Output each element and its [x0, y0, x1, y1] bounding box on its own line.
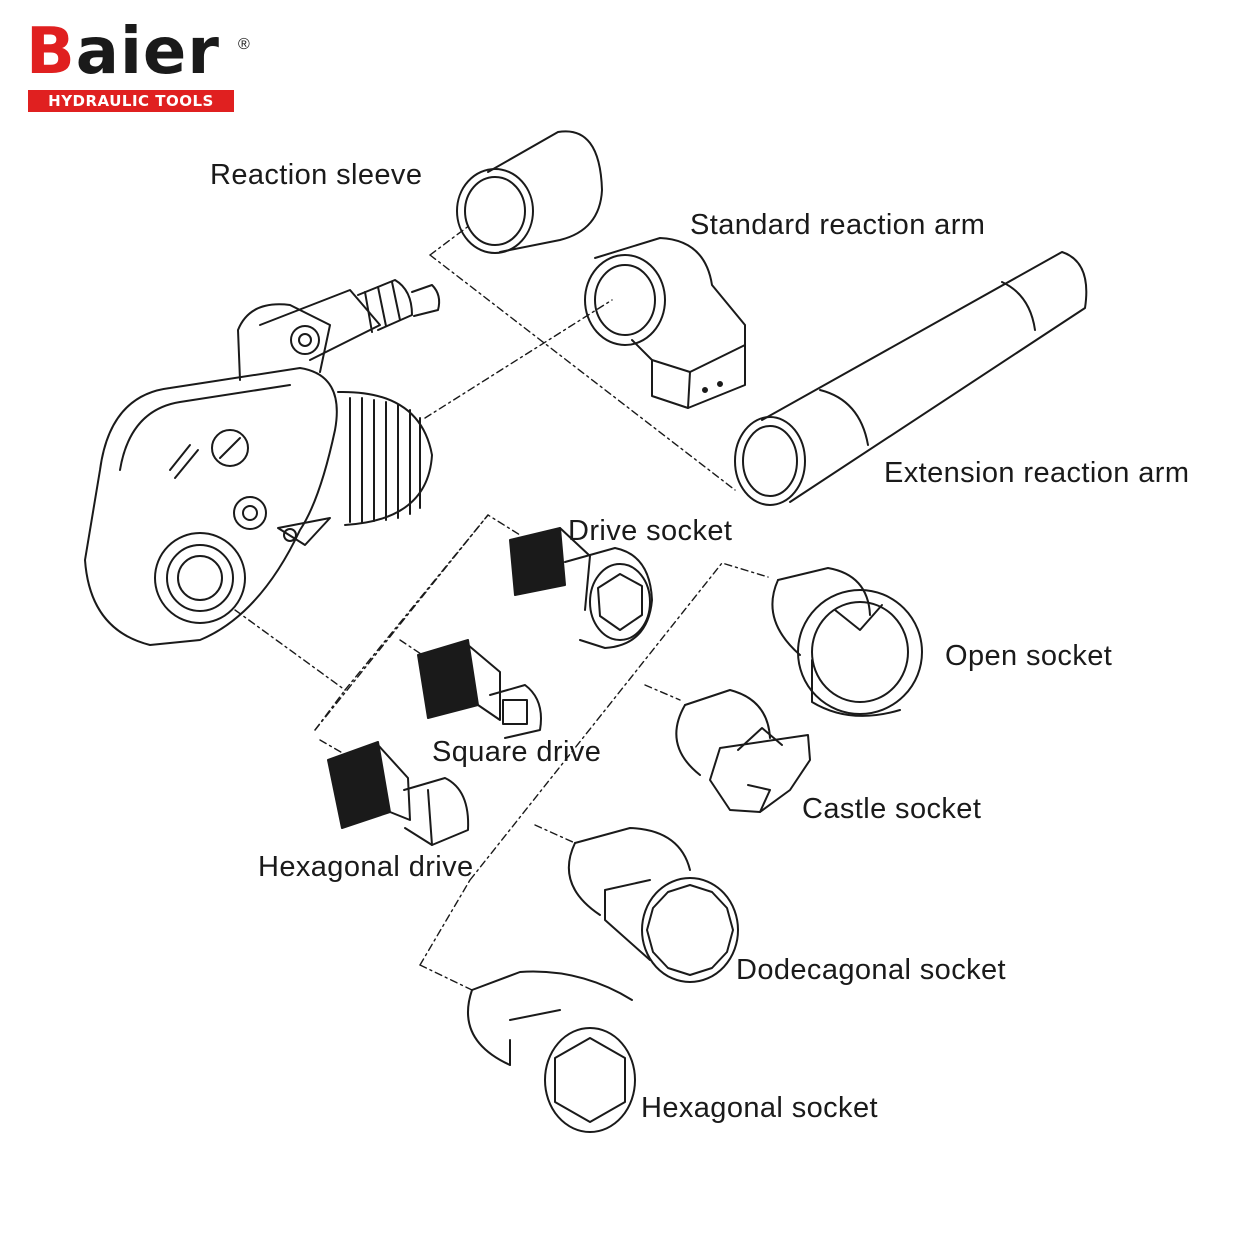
label-open-socket: Open socket	[945, 640, 1113, 672]
dodecagonal-socket-drawing	[567, 827, 739, 983]
label-hexagonal-drive: Hexagonal drive	[258, 851, 474, 883]
registered-mark: ®	[238, 36, 250, 53]
castle-socket-drawing	[675, 689, 811, 813]
extension-reaction-arm-drawing	[734, 251, 1088, 506]
standard-reaction-arm-drawing	[584, 237, 746, 409]
label-castle-socket: Castle socket	[802, 793, 982, 825]
hydraulic-wrench-drawing	[84, 279, 441, 646]
reaction-sleeve-drawing	[456, 130, 603, 254]
logo-name: aier	[75, 15, 220, 89]
label-drive-socket: Drive socket	[568, 515, 733, 547]
label-hexagonal-socket: Hexagonal socket	[641, 1092, 878, 1124]
label-extension-reaction-arm: Extension reaction arm	[884, 457, 1190, 489]
drive-socket-drawing	[509, 527, 653, 649]
label-reaction-sleeve: Reaction sleeve	[210, 159, 423, 191]
logo-tagline: HYDRAULIC TOOLS	[28, 90, 234, 112]
open-socket-drawing	[771, 567, 923, 717]
hexagonal-socket-drawing	[467, 970, 636, 1133]
label-standard-reaction-arm: Standard reaction arm	[690, 209, 986, 241]
logo-wordmark: Baier	[26, 20, 220, 84]
label-dodecagonal-socket: Dodecagonal socket	[736, 954, 1006, 986]
hexagonal-drive-drawing	[327, 741, 470, 846]
square-drive-drawing	[417, 639, 542, 739]
brand-logo: Baier ® HYDRAULIC TOOLS	[26, 20, 262, 116]
label-square-drive: Square drive	[432, 736, 602, 768]
logo-initial: B	[26, 15, 76, 89]
